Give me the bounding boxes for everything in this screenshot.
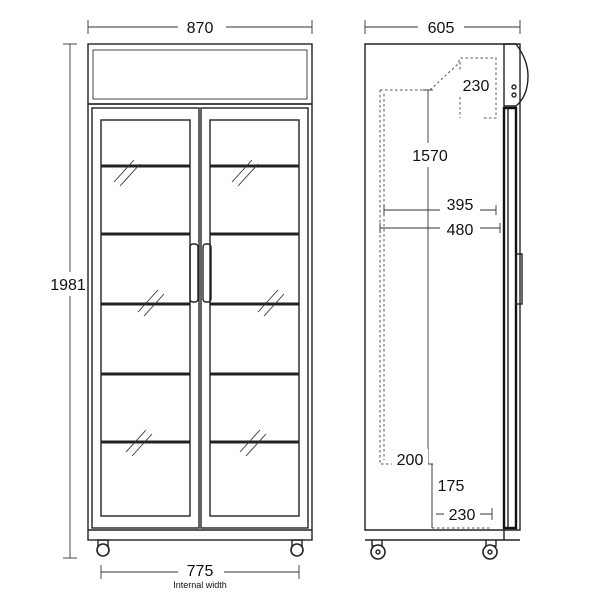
side-handle	[515, 253, 523, 305]
canopy	[87, 43, 313, 105]
shelf-depth-lower-dimension: 480	[379, 219, 501, 241]
side-cabinet-outline	[364, 43, 521, 531]
right-glass	[209, 119, 300, 517]
bottom-step-height-label: 175	[438, 478, 465, 495]
bottom-step-depth-label: 230	[449, 507, 476, 524]
height-dimension: 1981	[44, 43, 90, 559]
canopy-depth-label: 230	[463, 78, 490, 95]
internal-width-caption: Internal width	[173, 580, 227, 590]
canopy-panel	[92, 49, 308, 100]
bottom-step-depth-dimension: 230	[436, 503, 493, 525]
internal-width-label: 775	[187, 563, 214, 580]
right-shelves	[210, 164, 299, 444]
internal-width-dimension: 775 Internal width	[100, 560, 300, 590]
internal-height-label: 1570	[412, 148, 448, 165]
internal-height-dimension: 1570	[408, 89, 452, 465]
shelf-depth-upper-label: 395	[447, 197, 474, 214]
overall-width-label: 870	[187, 20, 214, 37]
side-casters	[370, 540, 498, 560]
depth-dimension: 605	[364, 14, 521, 38]
control-panel	[503, 43, 529, 107]
left-door	[91, 107, 200, 529]
shelf-depth-upper-dimension: 395	[383, 194, 497, 216]
bottom-offset-label: 200	[397, 452, 424, 469]
front-casters	[96, 539, 304, 557]
left-glass	[100, 119, 191, 517]
bottom-step-height-dimension: 175	[431, 464, 472, 528]
height-label: 1981	[50, 277, 86, 294]
door-handles	[189, 243, 212, 303]
cabinet-body	[87, 103, 313, 541]
shelf-depth-lower-label: 480	[447, 222, 474, 239]
glass-reflections	[113, 159, 285, 457]
width-dimension: 870	[87, 14, 313, 38]
side-view: 605 230 1570	[364, 14, 529, 560]
front-view: 870 1981	[44, 14, 313, 590]
side-door-profile	[502, 106, 518, 530]
depth-label: 605	[428, 20, 455, 37]
right-door	[200, 107, 309, 529]
